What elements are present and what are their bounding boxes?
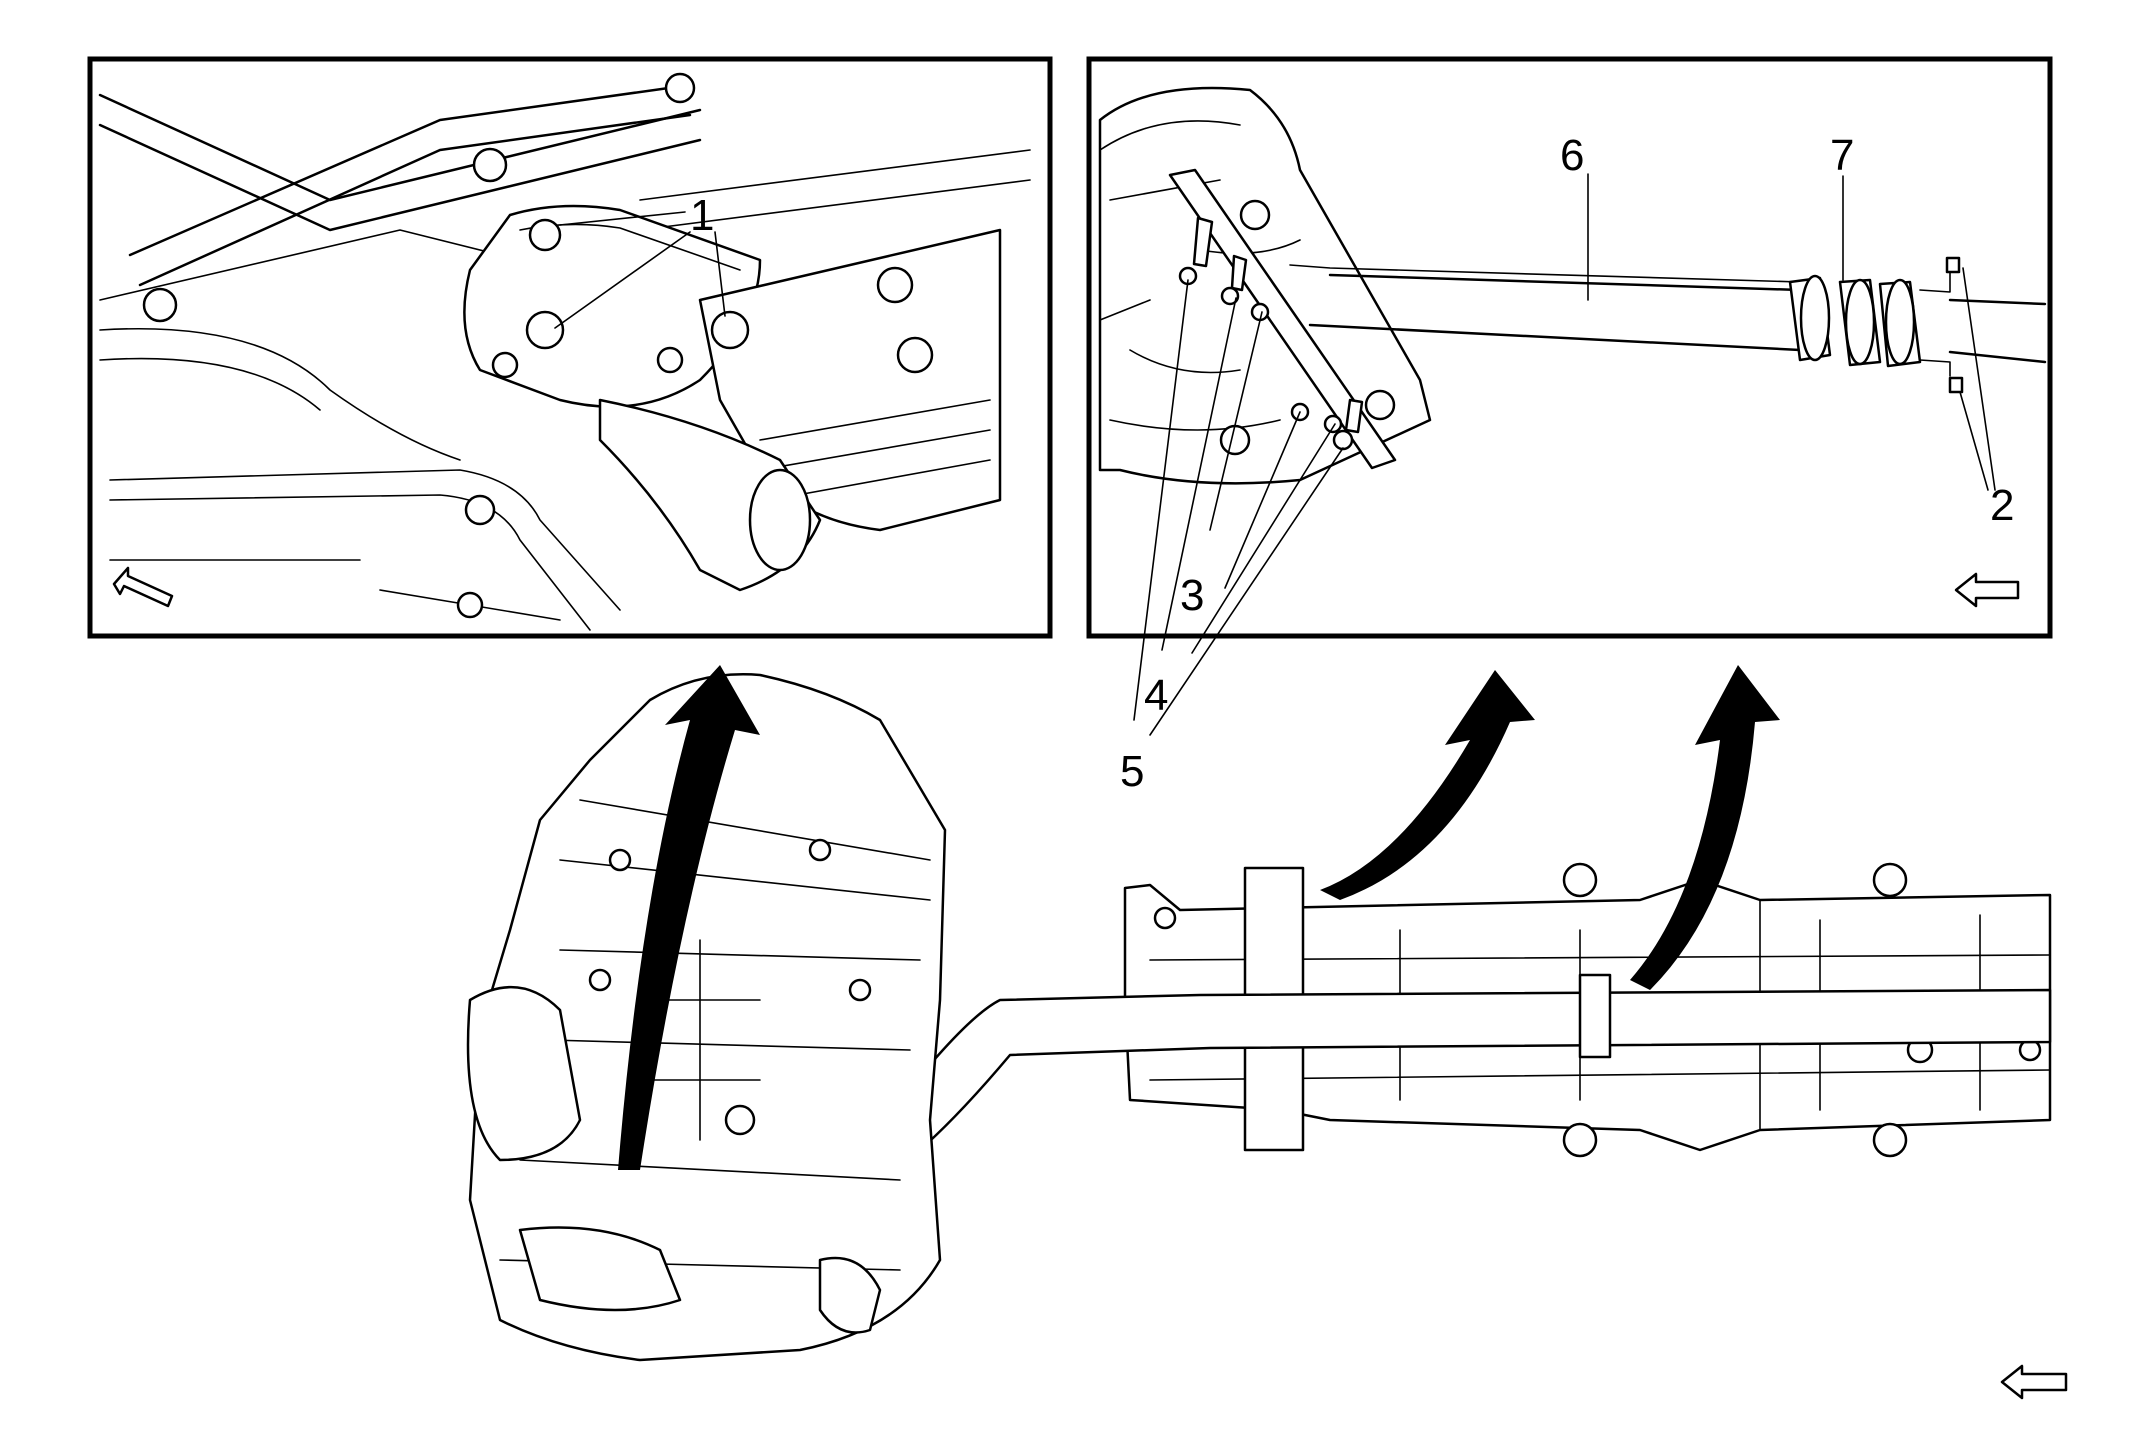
direction-arrow-icon	[2000, 1364, 2068, 1400]
callout-1-leaders	[554, 211, 726, 329]
engine-drawing	[466, 673, 947, 1362]
removal-arrow-icon	[1630, 665, 1780, 990]
removal-arrow-icon	[1320, 670, 1535, 900]
callout-4: 4	[1144, 671, 1168, 720]
direction-arrow-icon	[1954, 572, 2020, 608]
callout-3: 3	[1180, 571, 1204, 620]
inset-right-pipe-detail: 6 7 2 3	[1086, 56, 2053, 736]
manifold-flange	[463, 204, 1002, 592]
muffler-drawing	[1098, 86, 1432, 485]
callout-7: 7	[1830, 131, 1854, 180]
direction-arrow-icon	[112, 566, 174, 608]
removal-arrow-icon	[618, 665, 760, 1170]
frame-rail-drawing	[98, 72, 1031, 631]
exhaust-pipe-drawing	[1289, 264, 2047, 364]
pipe-clamp-drawing	[1788, 256, 1964, 394]
main-view	[466, 665, 2068, 1400]
callout-6: 6	[1560, 131, 1584, 180]
callout-leaders-right	[1133, 173, 1996, 736]
callout-5: 5	[1120, 747, 1144, 796]
callout-1: 1	[690, 191, 714, 240]
callout-2: 2	[1990, 481, 2014, 530]
inset-left-manifold-detail: 1	[87, 56, 1053, 639]
